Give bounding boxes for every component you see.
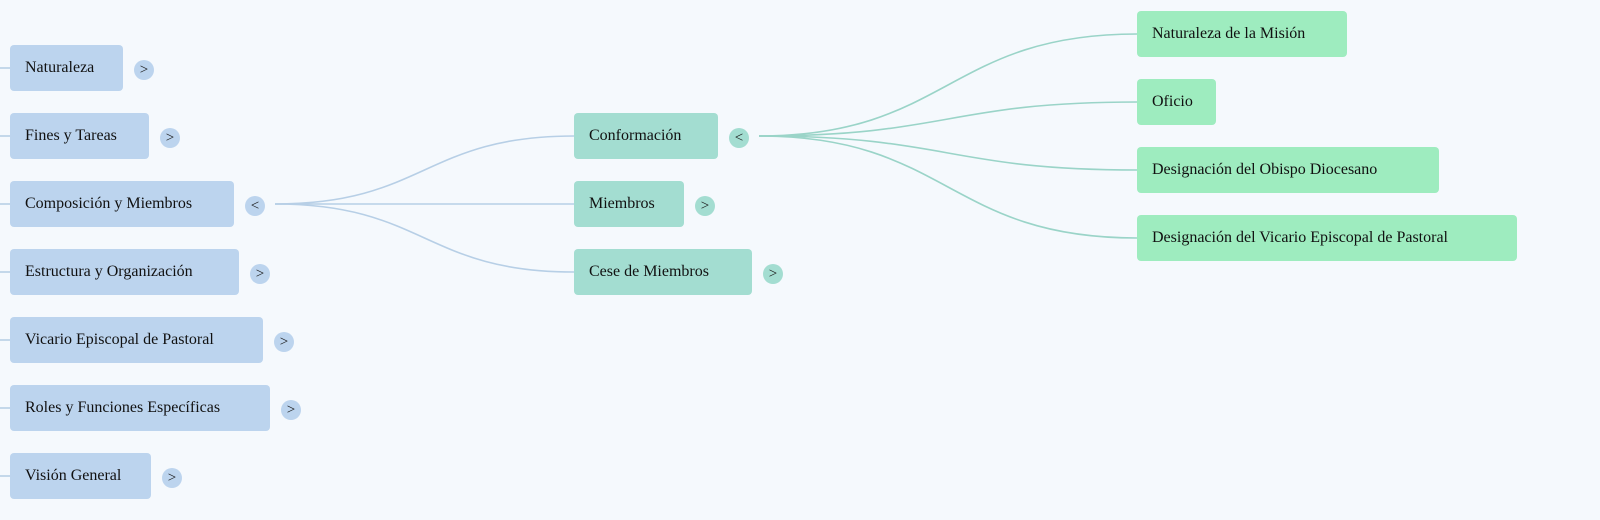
node-oficio[interactable]: Oficio — [1137, 79, 1216, 125]
expand-toggle-button[interactable]: > — [134, 60, 154, 80]
node-label: Naturaleza de la Misión — [1152, 25, 1306, 42]
node-label: Designación del Vicario Episcopal de Pas… — [1152, 229, 1448, 246]
branch-link — [758, 101, 1138, 137]
node-composicion-y-miembros[interactable]: Composición y Miembros — [10, 181, 234, 227]
expand-toggle-button[interactable]: > — [274, 332, 294, 352]
branch-link — [758, 135, 1138, 239]
node-label: Vicario Episcopal de Pastoral — [25, 331, 214, 348]
node-label: Roles y Funciones Específicas — [25, 399, 221, 416]
node-designacion-del-vicario-episcopal-de-pastoral[interactable]: Designación del Vicario Episcopal de Pas… — [1137, 215, 1517, 261]
node-label: Cese de Miembros — [589, 263, 709, 280]
node-naturaleza[interactable]: Naturaleza — [10, 45, 123, 91]
node-naturaleza-de-la-mision[interactable]: Naturaleza de la Misión — [1137, 11, 1347, 57]
node-label: Estructura y Organización — [25, 263, 193, 280]
node-label: Composición y Miembros — [25, 195, 193, 212]
node-estructura-y-organizacion[interactable]: Estructura y Organización — [10, 249, 239, 295]
node-conformacion[interactable]: Conformación — [574, 113, 718, 159]
expand-toggle-button[interactable]: > — [695, 196, 715, 216]
node-label: Fines y Tareas — [25, 127, 117, 144]
collapse-toggle-button[interactable]: < — [245, 196, 265, 216]
branch-link — [274, 135, 575, 205]
node-roles-y-funciones-especificas[interactable]: Roles y Funciones Específicas — [10, 385, 270, 431]
node-label: Designación del Obispo Diocesano — [1152, 161, 1378, 178]
node-label: Naturaleza — [25, 59, 95, 76]
branch-link — [758, 135, 1138, 171]
node-designacion-del-obispo-diocesano[interactable]: Designación del Obispo Diocesano — [1137, 147, 1439, 193]
expand-toggle-button[interactable]: > — [763, 264, 783, 284]
node-vision-general[interactable]: Visión General — [10, 453, 151, 499]
node-vicario-episcopal-de-pastoral[interactable]: Vicario Episcopal de Pastoral — [10, 317, 263, 363]
branch-link — [758, 33, 1138, 137]
expand-toggle-button[interactable]: > — [162, 468, 182, 488]
expand-toggle-button[interactable]: > — [250, 264, 270, 284]
expand-toggle-button[interactable]: > — [160, 128, 180, 148]
node-label: Conformación — [589, 127, 682, 144]
node-fines-y-tareas[interactable]: Fines y Tareas — [10, 113, 149, 159]
branch-link — [274, 203, 575, 273]
collapse-toggle-button[interactable]: < — [729, 128, 749, 148]
node-label: Oficio — [1152, 93, 1193, 110]
node-miembros[interactable]: Miembros — [574, 181, 684, 227]
node-label: Visión General — [25, 467, 122, 484]
node-label: Miembros — [589, 195, 655, 212]
expand-toggle-button[interactable]: > — [281, 400, 301, 420]
node-cese-de-miembros[interactable]: Cese de Miembros — [574, 249, 752, 295]
